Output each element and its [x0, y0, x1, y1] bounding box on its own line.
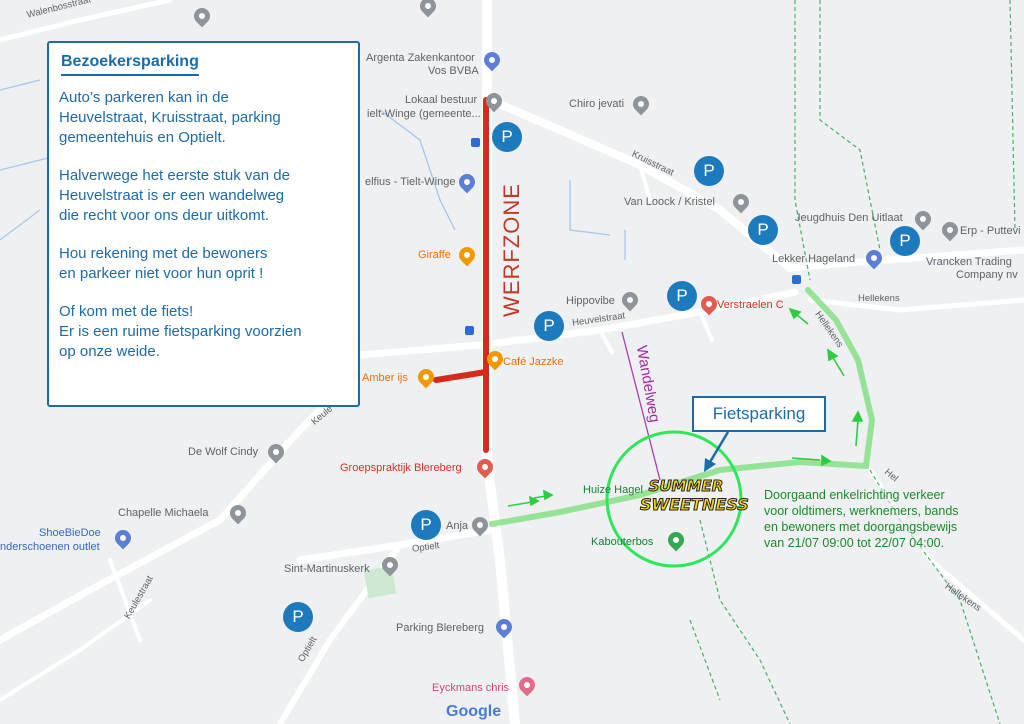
parking-marker[interactable]: P	[283, 602, 313, 632]
info-box-title: Bezoekersparking	[61, 53, 199, 76]
place-label-van-loock: Van Loock / Kristel	[624, 196, 715, 208]
footpaths	[689, 0, 1016, 724]
info-paragraph-walkway: Halverwege het eerste stuk van de Heuvel…	[59, 167, 290, 224]
visitor-parking-info-box: Bezoekersparking Auto’s parkeren kan in …	[47, 41, 360, 407]
place-label-argenta-2: Vos BVBA	[428, 65, 479, 77]
place-label-belfius: elfius - Tielt-Winge	[365, 176, 456, 188]
werfzone-route	[433, 97, 489, 453]
fietsparking-pointer	[704, 431, 730, 472]
parking-marker[interactable]: P	[411, 510, 441, 540]
one-way-traffic-note: Doorgaand enkelrichting verkeer voor old…	[764, 487, 1024, 551]
parking-marker[interactable]: P	[492, 122, 522, 152]
place-label-amber: Amber ijs	[362, 372, 408, 384]
place-label-huize: Huize Hagel	[583, 484, 643, 496]
place-label-shoebiedoe: ShoeBieDoe	[39, 527, 101, 539]
parking-marker[interactable]: P	[890, 226, 920, 256]
bus-stop-icon[interactable]	[792, 275, 801, 284]
fietsparking-label-box: Fietsparking	[692, 396, 826, 432]
place-label-vrancken: Vrancken Trading	[926, 256, 1012, 268]
place-label-groepspraktijk: Groepspraktijk Blereberg	[340, 462, 462, 474]
place-label-chiro: Chiro jevati	[569, 98, 625, 110]
info-paragraph-residents: Hou rekening met de bewoners en parkeer …	[59, 245, 268, 282]
parking-marker[interactable]: P	[748, 215, 778, 245]
google-wordmark: Google	[446, 703, 502, 720]
summer-sweetness-logo: SUMMER SWEETNESS	[640, 477, 750, 519]
place-label-anja: Anja	[446, 520, 469, 532]
place-label-verstraelen: Verstraelen C	[717, 299, 784, 311]
place-label-hippovibe: Hippovibe	[566, 295, 615, 307]
road-label-hellekens-2: Hellekens	[858, 293, 900, 304]
place-label-kabouterbos: Kabouterbos	[591, 536, 654, 548]
place-label-sint-martinus: Sint-Martinuskerk	[284, 563, 370, 575]
google-logo: Google	[446, 703, 501, 721]
place-label-giraffe: Giraffe	[418, 249, 451, 261]
place-label-eyckmans: Eyckmans chris	[432, 682, 510, 694]
place-label-cafe: Café Jazzke	[503, 356, 564, 368]
logo-line-1: SUMMER	[648, 477, 724, 496]
place-label-tielt-winge: ielt-Winge (gemeente...	[367, 108, 481, 120]
parking-marker[interactable]: P	[667, 281, 697, 311]
place-label-de-wolf: De Wolf Cindy	[188, 446, 259, 458]
place-label-lokaal: Lokaal bestuur	[405, 94, 478, 106]
place-label-argenta: Argenta Zakenkantoor	[366, 52, 475, 64]
bus-stop-icon[interactable]	[465, 326, 474, 335]
bus-stop-icon[interactable]	[471, 138, 480, 147]
logo-line-2: SWEETNESS	[640, 495, 750, 515]
place-label-chapelle: Chapelle Michaela	[118, 507, 209, 519]
place-label-shoebiedoe-2: nderschoenen outlet	[0, 541, 100, 553]
werfzone-label: WERFZONE	[499, 183, 524, 317]
place-label-parking-blereberg: Parking Blereberg	[396, 622, 485, 634]
info-paragraph-bike: Of kom met de fiets! Er is een ruime fie…	[59, 303, 302, 360]
festival-area-circle	[605, 430, 743, 568]
one-way-route	[489, 287, 876, 527]
wandelweg-line	[621, 331, 661, 481]
place-label-jeugdhuis: Jeugdhuis Den Uitlaat	[795, 212, 903, 224]
info-paragraph-car: Auto’s parkeren kan in de Heuvelstraat, …	[59, 89, 281, 146]
place-label-lekker: Lekker Hageland	[772, 253, 856, 265]
place-label-vrancken-2: Company nv	[956, 269, 1018, 281]
parking-marker[interactable]: P	[694, 156, 724, 186]
place-label-erp: Erp - Puttevi	[960, 225, 1021, 237]
direction-arrows	[507, 307, 864, 507]
parking-marker[interactable]: P	[534, 311, 564, 341]
